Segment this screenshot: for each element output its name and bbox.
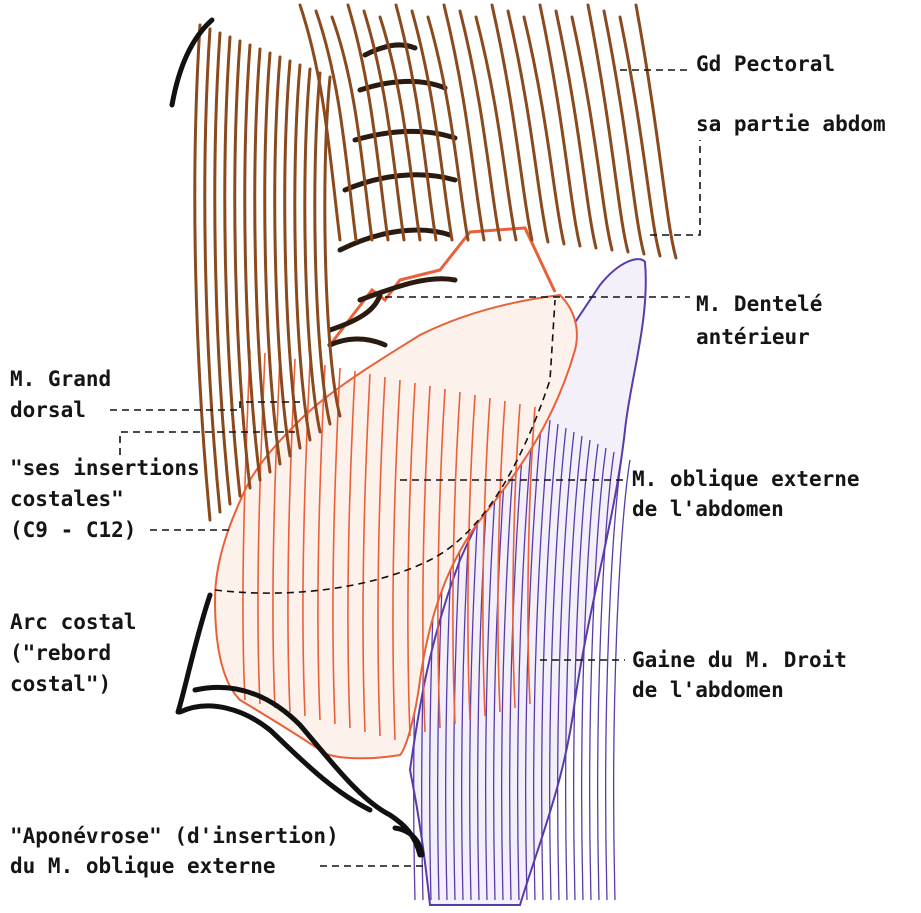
label-gaine-line2: de l'abdomen	[632, 677, 784, 704]
label-grand-dorsal-line1: M. Grand	[10, 366, 111, 393]
label-grand-dorsal-line2: dorsal	[10, 397, 86, 424]
label-dentele-line2: antérieur	[696, 324, 810, 351]
label-insertions-line3: (C9 - C12)	[10, 517, 136, 544]
label-oblique-line1: M. oblique externe	[632, 466, 860, 493]
label-arc-line2: ("rebord	[10, 640, 111, 667]
label-gaine-line1: Gaine du M. Droit	[632, 647, 847, 674]
label-gd-pectoral: Gd Pectoral	[696, 51, 835, 78]
label-insertions-line2: costales"	[10, 486, 124, 513]
label-insertions-line1: "ses insertions	[10, 455, 200, 482]
label-pectoral-abdominal-part: sa partie abdom	[696, 111, 886, 138]
label-arc-line1: Arc costal	[10, 609, 136, 636]
label-oblique-line2: de l'abdomen	[632, 496, 784, 523]
label-aponevrose-line1: "Aponévrose" (d'insertion)	[10, 823, 339, 850]
label-aponevrose-line2: du M. oblique externe	[10, 853, 276, 880]
label-dentele-line1: M. Dentelé	[696, 291, 822, 318]
label-arc-line3: costal")	[10, 671, 111, 698]
serratus-anterior	[330, 45, 455, 345]
